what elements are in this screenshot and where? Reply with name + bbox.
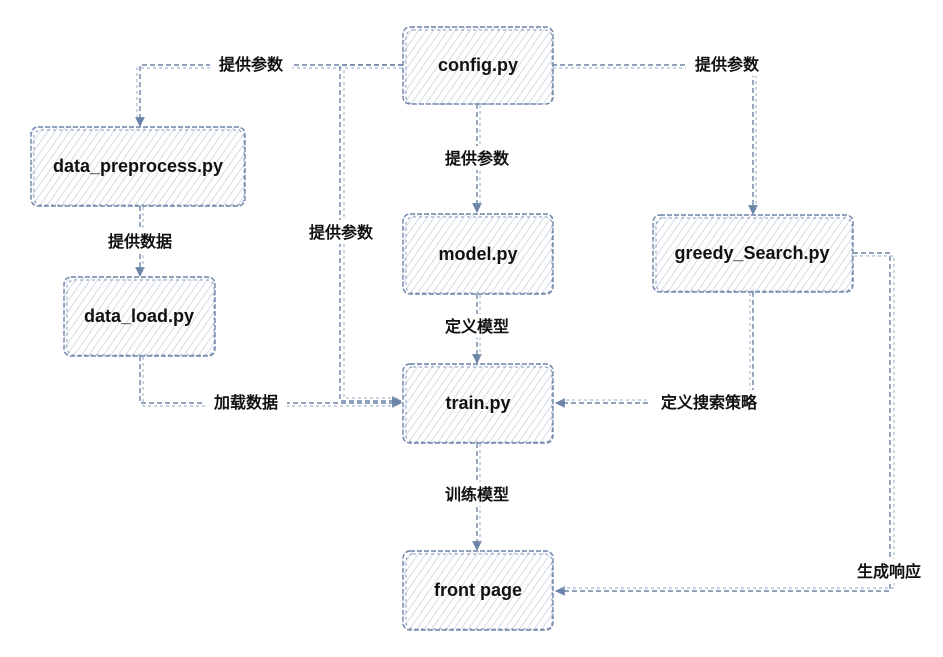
edge-label-train-to-front: 训练模型 [445,485,509,504]
node-data-load[interactable]: data_load.py [63,276,216,357]
node-label-config: config.py [438,55,518,75]
edge-label-greedy-to-train: 定义搜索策略 [660,393,758,412]
node-front-page[interactable]: front page [402,550,554,631]
node-label-greedy-search: greedy_Search.py [674,243,829,263]
node-label-front-page: front page [434,580,522,600]
edge-label-load-to-train: 加载数据 [213,393,278,412]
edge-label-config-to-preprocess: 提供参数 [219,55,284,74]
edge-label-config-to-model: 提供参数 [445,149,510,168]
node-model[interactable]: model.py [402,213,554,295]
edge-label-config-to-train: 提供参数 [309,223,374,242]
node-label-model: model.py [438,244,517,264]
nodes: config.py data_preprocess.py model.py gr… [30,26,854,631]
edge-label-greedy-to-front: 生成响应 [857,562,921,581]
node-data-preprocess[interactable]: data_preprocess.py [30,126,246,207]
node-label-data-preprocess: data_preprocess.py [53,156,223,176]
edge-config-to-greedy [552,64,758,215]
edge-greedy-to-train [555,292,754,408]
node-greedy-search[interactable]: greedy_Search.py [652,214,854,293]
edge-label-preprocess-to-load: 提供数据 [108,232,172,251]
node-config[interactable]: config.py [402,26,554,105]
edge-greedy-to-front [555,252,895,596]
edge-config-to-preprocess [135,64,403,127]
node-label-data-load: data_load.py [84,306,194,326]
edge-labels: 提供参数 提供参数 提供参数 提供参数 提供数据 定义模型 加载数据 定义搜索策… [99,52,930,583]
edge-label-model-to-train: 定义模型 [444,317,509,336]
edge-load-to-train [139,356,402,408]
edge-label-config-to-greedy: 提供参数 [695,55,760,74]
node-train[interactable]: train.py [402,363,554,444]
node-label-train: train.py [445,393,510,413]
